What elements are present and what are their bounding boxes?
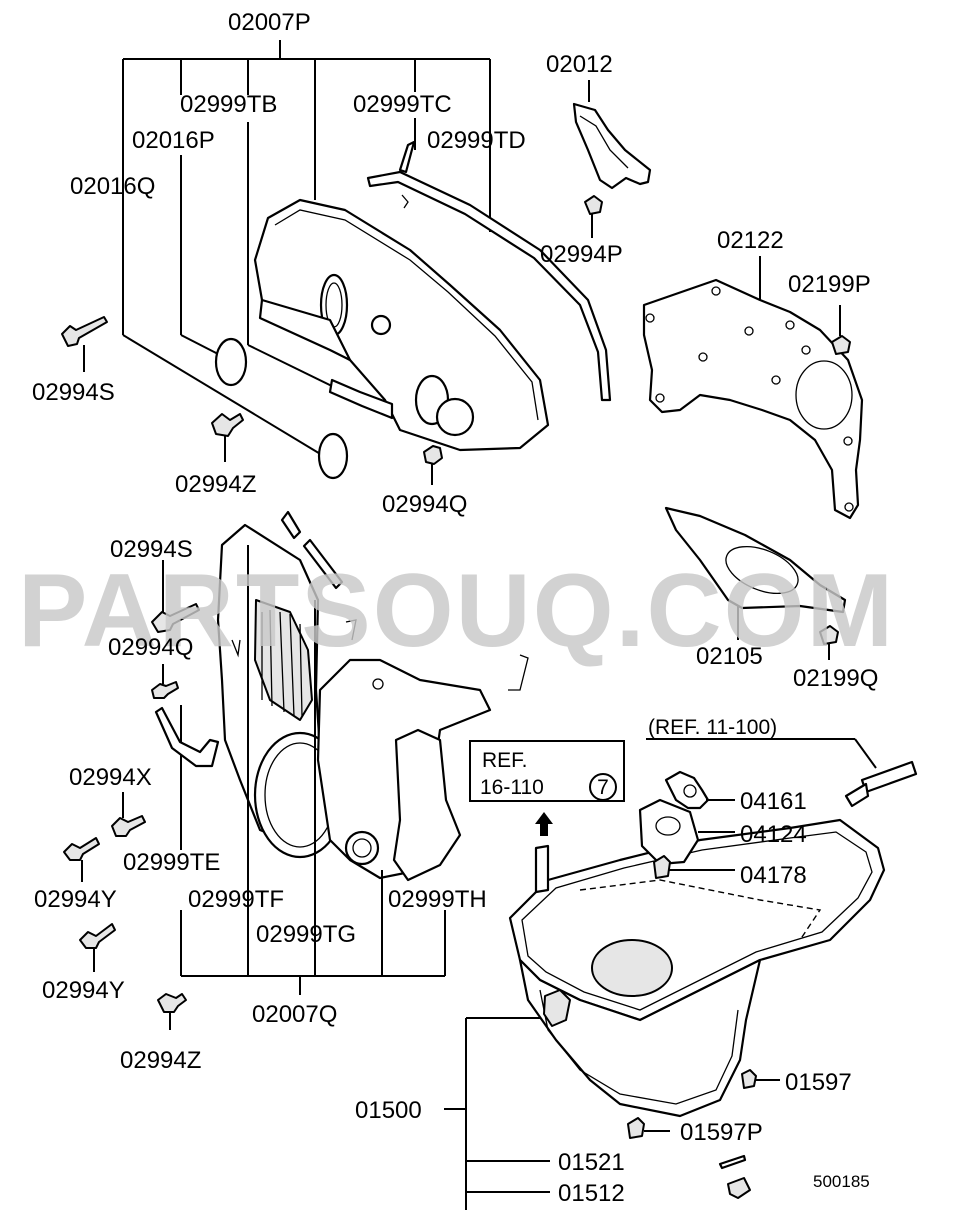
oil-pan-part — [444, 818, 886, 1210]
bolt-02994Q-top — [423, 445, 443, 485]
bolt-02994Q-mid — [151, 664, 179, 699]
label-04124: 04124 — [740, 821, 807, 848]
drain-plug-01597P — [627, 1117, 670, 1139]
label-01597: 01597 — [785, 1069, 852, 1096]
watermark: PARTSOUQ.COM — [18, 553, 895, 669]
lower-timing-cover-part — [216, 510, 529, 882]
drain-plug-01597 — [741, 1069, 780, 1089]
bolt-04178 — [653, 855, 735, 879]
label-02199Q: 02199Q — [793, 665, 878, 692]
bolt-02199Q — [819, 625, 839, 660]
label-02012: 02012 — [546, 51, 613, 78]
label-02105: 02105 — [696, 643, 763, 670]
bolt-02994Z-top — [211, 413, 244, 462]
label-01521: 01521 — [558, 1149, 625, 1176]
part-labels: 02007P 02999TB 02999TC 02016P 02999TD 02… — [32, 9, 878, 1207]
label-04178: 04178 — [740, 862, 807, 889]
label-02999TE: 02999TE — [123, 849, 220, 876]
bolt-02199P — [831, 305, 851, 355]
label-02994Z-top: 02994Z — [175, 471, 256, 498]
ref-box-line2: 16-110 — [480, 776, 544, 799]
label-02999TF: 02999TF — [188, 886, 284, 913]
clip-02999TE-part — [154, 706, 220, 768]
bracket-02012-part — [572, 80, 652, 190]
ref-arrow-up-icon — [535, 812, 553, 836]
label-02994S-top: 02994S — [32, 379, 115, 406]
bolt-02994X — [111, 792, 146, 837]
oil-filter-bracket-part — [638, 770, 735, 866]
label-02994Y-a: 02994Y — [34, 886, 117, 913]
ref-box-line1: REF. — [482, 749, 528, 772]
bolt-02994Y-b — [79, 923, 116, 972]
plug-01512-part — [727, 1177, 751, 1199]
bolt-02994Y-a — [63, 837, 100, 882]
label-02994Z-bottom: 02994Z — [120, 1047, 201, 1074]
label-02994Y-b: 02994Y — [42, 977, 125, 1004]
bolt-02994Z-bottom — [157, 993, 187, 1030]
ref-box: REF. 16-110 7 — [469, 740, 625, 802]
label-02999TB: 02999TB — [180, 91, 277, 118]
label-02994X: 02994X — [69, 764, 152, 791]
label-02999TG: 02999TG — [256, 921, 356, 948]
label-01500: 01500 — [355, 1097, 422, 1124]
label-02999TH: 02999TH — [388, 886, 487, 913]
label-02999TD: 02999TD — [427, 127, 526, 154]
label-02994Q-top: 02994Q — [382, 491, 467, 518]
label-02122: 02122 — [717, 227, 784, 254]
gasket-01521-part — [718, 1154, 747, 1170]
label-01597P: 01597P — [680, 1119, 763, 1146]
label-02016P: 02016P — [132, 127, 215, 154]
label-02007P: 02007P — [228, 9, 311, 36]
label-02994S-mid: 02994S — [110, 536, 193, 563]
bolt-02994P — [584, 195, 603, 238]
figure-number: 500185 — [813, 1172, 870, 1191]
upper-timing-cover-part — [214, 140, 612, 480]
label-02007Q: 02007Q — [252, 1001, 337, 1028]
bolt-02994S-mid — [151, 560, 200, 633]
label-01512: 01512 — [558, 1180, 625, 1207]
sealant-tube-part — [646, 738, 918, 808]
bracket-02007P — [122, 40, 491, 456]
bracket-02007Q — [180, 545, 446, 995]
label-02994P: 02994P — [540, 241, 623, 268]
bolt-02994S-top — [61, 316, 108, 372]
backplate-02122-part — [642, 256, 864, 520]
label-ref-note: (REF. 11-100) — [648, 716, 777, 739]
label-04161: 04161 — [740, 788, 807, 815]
label-02999TC: 02999TC — [353, 91, 452, 118]
label-02199P: 02199P — [788, 271, 871, 298]
ref-box-circled: 7 — [597, 776, 609, 799]
label-02016Q: 02016Q — [70, 173, 155, 200]
label-02994Q-mid: 02994Q — [108, 634, 193, 661]
bracket-02105-part — [664, 506, 847, 640]
